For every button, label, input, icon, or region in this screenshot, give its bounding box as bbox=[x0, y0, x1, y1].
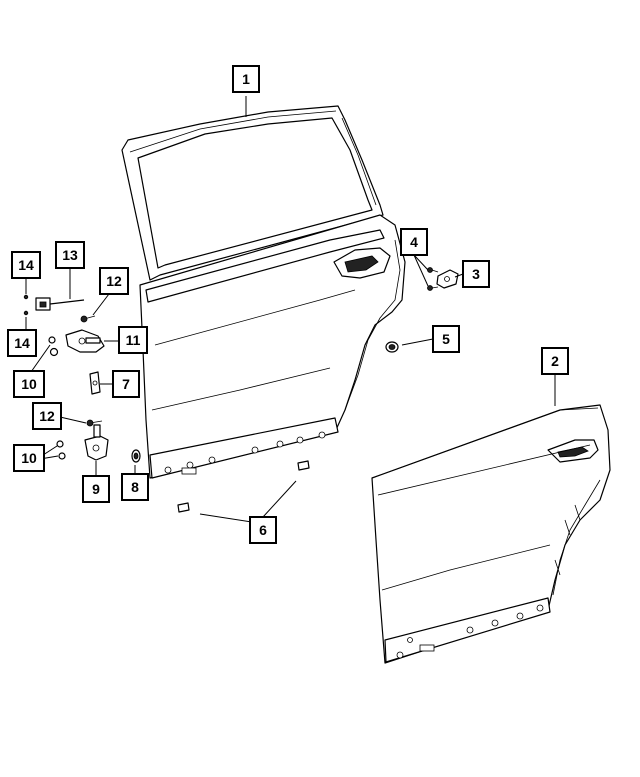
callout-label: 5 bbox=[442, 331, 450, 347]
callout-14-lower: 14 bbox=[7, 329, 37, 357]
leader-lines bbox=[25, 96, 556, 524]
callout-13: 13 bbox=[55, 241, 85, 269]
callout-12-lower: 12 bbox=[32, 402, 62, 430]
bolts-part-10-lower bbox=[56, 440, 66, 460]
callout-label: 11 bbox=[126, 332, 141, 348]
screw-part-12-upper bbox=[80, 315, 96, 323]
screws-part-4 bbox=[427, 267, 439, 291]
callout-5: 5 bbox=[432, 325, 460, 353]
callout-4: 4 bbox=[400, 228, 428, 256]
callout-10-upper: 10 bbox=[13, 370, 45, 398]
callout-label: 2 bbox=[551, 353, 559, 369]
grommet-part-8 bbox=[131, 449, 141, 463]
bracket-part-3 bbox=[436, 269, 459, 289]
callout-label: 7 bbox=[122, 376, 130, 392]
callout-label: 14 bbox=[18, 257, 34, 273]
callout-10-lower: 10 bbox=[13, 444, 45, 472]
callout-label: 4 bbox=[410, 234, 418, 250]
outer-door-panel-part bbox=[371, 404, 611, 664]
callout-14-upper: 14 bbox=[11, 251, 41, 279]
bolts-part-10-upper bbox=[48, 336, 59, 357]
callout-3: 3 bbox=[462, 260, 490, 288]
upper-hinge-part-11 bbox=[65, 329, 105, 353]
callout-2: 2 bbox=[541, 347, 569, 375]
callout-label: 6 bbox=[259, 522, 267, 538]
callout-11: 11 bbox=[118, 326, 148, 354]
callout-1: 1 bbox=[232, 65, 260, 93]
callout-9: 9 bbox=[82, 475, 110, 503]
lower-hinge-part-9 bbox=[84, 424, 109, 461]
callout-12-upper: 12 bbox=[99, 267, 129, 295]
callout-label: 10 bbox=[21, 376, 37, 392]
callout-label: 8 bbox=[131, 479, 139, 495]
callout-label: 12 bbox=[106, 273, 122, 289]
callout-6: 6 bbox=[249, 516, 277, 544]
callout-label: 1 bbox=[242, 71, 250, 87]
callout-label: 13 bbox=[62, 247, 78, 263]
plug-part-5 bbox=[385, 341, 399, 353]
callout-8: 8 bbox=[121, 473, 149, 501]
callout-label: 9 bbox=[92, 481, 100, 497]
bracket-part-7 bbox=[89, 371, 101, 395]
rear-door-frame-part bbox=[121, 105, 406, 479]
pads-part-6 bbox=[177, 460, 310, 513]
callout-label: 14 bbox=[14, 335, 30, 351]
callout-7: 7 bbox=[112, 370, 140, 398]
door-check-part-13 bbox=[35, 297, 85, 311]
clip-part-14 bbox=[23, 294, 29, 316]
screw-part-12-lower bbox=[86, 419, 103, 427]
callout-label: 12 bbox=[39, 408, 55, 424]
callout-label: 10 bbox=[21, 450, 37, 466]
callout-label: 3 bbox=[472, 266, 480, 282]
